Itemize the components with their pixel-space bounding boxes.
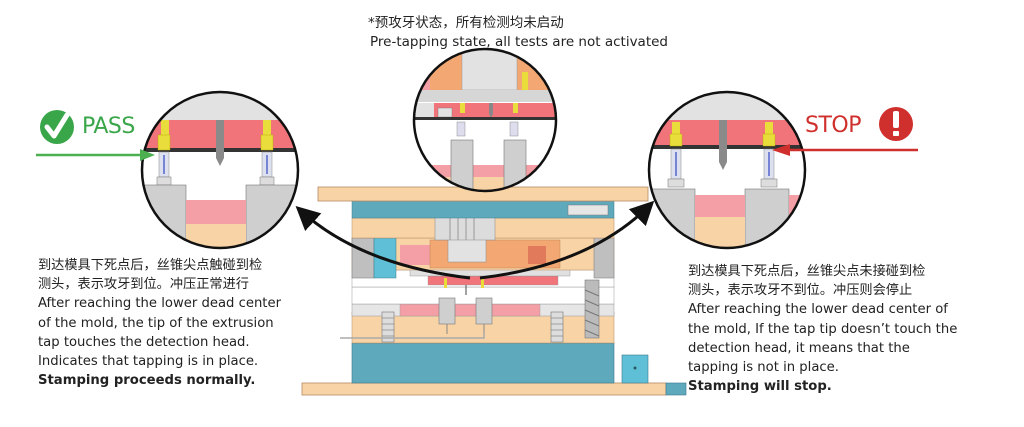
check-circle-icon — [40, 110, 74, 144]
pass-desc-en-2: of the mold, the tip of the extrusion — [38, 315, 274, 331]
pass-desc-en-3: tap touches the detection head. — [38, 334, 250, 350]
stripper-row — [351, 286, 615, 317]
exclamation-circle-icon — [879, 107, 913, 141]
springs — [381, 311, 564, 343]
guide-pillar-right — [584, 237, 615, 339]
pass-desc-en-4: Indicates that tapping is in place. — [38, 354, 259, 370]
stop-desc-zh-1: 到达模具下死点后，丝锥尖点未接碰到检 — [688, 264, 926, 279]
base-plate — [301, 382, 687, 396]
magnifier-pass — [140, 90, 300, 250]
arrow-to-stop — [479, 200, 655, 280]
stop-desc-en-2: the mold, If the tap tip doesn’t touch t… — [688, 321, 958, 337]
arrow-to-pass — [295, 205, 471, 280]
stop-indicator-arrow — [772, 144, 918, 156]
top-caption-zh: *预攻牙状态，所有检测均未启动 — [368, 15, 564, 31]
top-caption: *预攻牙状态，所有检测均未启动 Pre-tapping state, all t… — [360, 14, 700, 52]
lower-die-shoe — [351, 342, 649, 384]
stop-desc-en-4: tapping is not in place. — [688, 360, 839, 376]
stop-desc-result: Stamping will stop. — [688, 379, 832, 395]
top-caption-en: Pre-tapping state, all tests are not act… — [370, 34, 668, 50]
upper-die — [317, 186, 649, 241]
guide-pillar-left — [351, 237, 397, 279]
stop-desc-en-1: After reaching the lower dead center of — [688, 302, 948, 318]
stop-description: 到达模具下死点后，丝锥尖点未接碰到检 测头，表示攻牙不到位。冲压则会停止 Aft… — [688, 262, 1018, 396]
pass-desc-zh-1: 到达模具下死点后，丝锥尖点触碰到检 — [38, 258, 263, 273]
pass-description: 到达模具下死点后，丝锥尖点触碰到检 测头，表示攻牙到位。冲压正常进行 After… — [38, 256, 358, 390]
pass-desc-zh-2: 测头，表示攻牙到位。冲压正常进行 — [38, 277, 249, 293]
pass-label: PASS — [82, 114, 135, 139]
stop-label: STOP — [805, 113, 862, 138]
stop-desc-en-3: detection head, it means that the — [688, 340, 910, 356]
pass-desc-en-1: After reaching the lower dead center — [38, 296, 282, 312]
stop-desc-zh-2: 测头，表示攻牙不到位。冲压则会停止 — [688, 283, 913, 299]
pass-indicator-arrow — [36, 149, 155, 161]
magnifier-stop — [647, 90, 807, 250]
detection-heads-main — [340, 297, 493, 339]
pass-desc-result: Stamping proceeds normally. — [38, 373, 256, 389]
magnifier-center — [412, 47, 558, 193]
